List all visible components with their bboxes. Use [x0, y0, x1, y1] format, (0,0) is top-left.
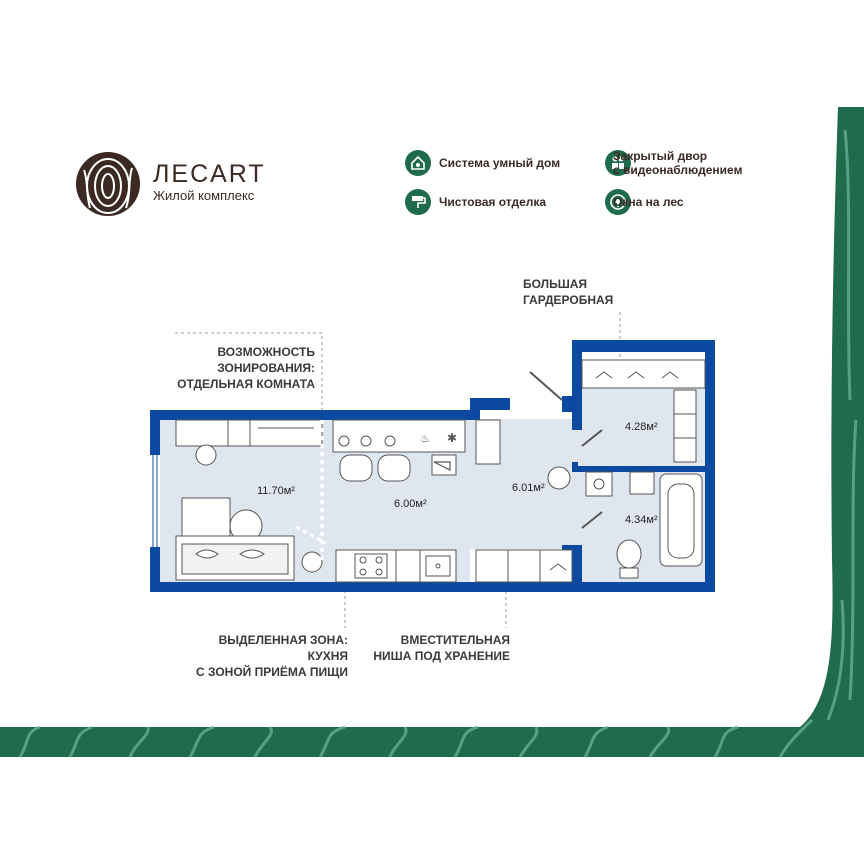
people-camera-icon: [605, 150, 631, 176]
area-living: 11.70м²: [257, 485, 295, 497]
callout-line: ОТДЕЛЬНАЯ КОМНАТА: [177, 377, 315, 391]
callout-line: БОЛЬШАЯ: [523, 277, 588, 291]
forest-window-icon: [605, 189, 631, 215]
callout-kitchen: ВЫДЕЛЕННАЯ ЗОНА: КУХНЯ С ЗОНОЙ ПРИЁМА ПИ…: [178, 632, 348, 680]
feature-label: Чистовая отделка: [439, 195, 547, 209]
wardrobe-furniture: [581, 359, 706, 463]
callout-wardrobe: БОЛЬШАЯ ГАРДЕРОБНАЯ: [523, 276, 613, 308]
callout-line: НИША ПОД ХРАНЕНИЕ: [373, 649, 510, 663]
feature-label: Закрытый двор с видеонаблюдением: [613, 149, 742, 177]
area-hall: 6.01м²: [512, 482, 545, 494]
callout-line: ВОЗМОЖНОСТЬ: [217, 345, 315, 359]
doors: [433, 371, 603, 529]
feature-label-line2: с видеонаблюдением: [613, 163, 743, 177]
callout-line: ГАРДЕРОБНАЯ: [523, 293, 614, 307]
hall-pouf: [547, 466, 571, 490]
callout-line: ЗОНИРОВАНИЯ:: [217, 361, 315, 375]
stove-flame-icon: ♨: [420, 433, 430, 445]
callout-line: ВЫДЕЛЕННАЯ ЗОНА: КУХНЯ: [218, 633, 348, 663]
area-bathroom: 4.34м²: [625, 514, 658, 526]
smart-home-icon: [405, 150, 431, 176]
feature-label-line1: Закрытый двор: [613, 149, 708, 163]
living-furniture: [175, 419, 323, 581]
area-wardrobe: 4.28м²: [625, 421, 658, 433]
freezer-icon: ✱: [447, 431, 457, 445]
callout-storage: ВМЕСТИТЕЛЬНАЯ НИША ПОД ХРАНЕНИЕ: [370, 632, 510, 664]
callout-line: С ЗОНОЙ ПРИЁМА ПИЩИ: [195, 665, 348, 679]
callout-line: ВМЕСТИТЕЛЬНАЯ: [400, 633, 510, 647]
brand-subtitle: Жилой комплекс: [153, 188, 255, 203]
storage-niche: [475, 549, 573, 583]
window-left: [150, 455, 160, 547]
callout-zoning: ВОЗМОЖНОСТЬ ЗОНИРОВАНИЯ: ОТДЕЛЬНАЯ КОМНА…: [175, 344, 315, 392]
brand-title: ЛЕСART: [153, 160, 266, 188]
bathroom-fixtures: [585, 471, 703, 579]
paint-roller-icon: [405, 189, 431, 215]
kitchen-furniture: [332, 419, 466, 583]
area-kitchen: 6.00м²: [394, 498, 427, 510]
lesart-logo-icon: [76, 152, 140, 216]
feature-label: Система умный дом: [439, 156, 561, 170]
feature-label: Окна на лес: [613, 195, 684, 209]
wardrobe-cabinet: [475, 419, 501, 465]
